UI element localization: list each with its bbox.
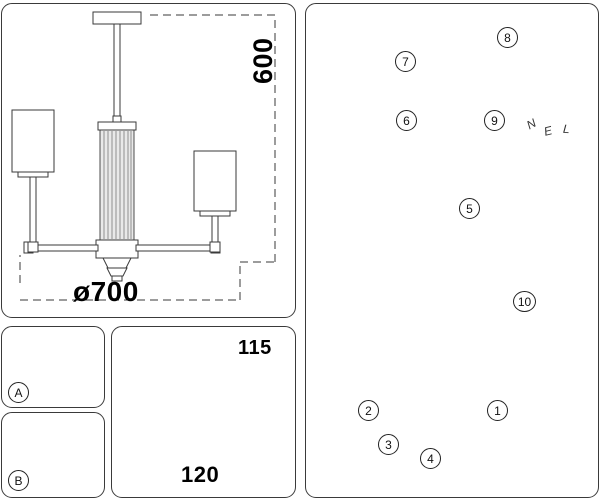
shade-right-stem	[211, 215, 219, 244]
dimension-canopy-outer: 120	[181, 462, 220, 487]
body-fluted	[99, 129, 135, 241]
panel-label-a: A	[8, 382, 29, 403]
callout-2: 2	[358, 400, 379, 421]
body-top-cap	[97, 121, 137, 131]
dimension-height: 600	[248, 37, 278, 84]
body-hub	[95, 239, 139, 259]
shade-right	[193, 150, 237, 212]
finial-upper	[102, 257, 132, 269]
drop-rod	[113, 23, 121, 120]
finial-lower	[106, 267, 128, 277]
callout-4: 4	[420, 448, 441, 469]
dimension-canopy-inner: 115	[238, 337, 272, 359]
callout-10: 10	[513, 291, 536, 312]
callout-3: 3	[378, 434, 399, 455]
shade-right-joint	[209, 241, 221, 253]
body-flutes	[103, 131, 132, 239]
callout-9: 9	[484, 110, 505, 131]
finial-tip	[111, 275, 123, 282]
shade-left-base	[17, 171, 49, 178]
callout-6: 6	[396, 110, 417, 131]
arm-right	[135, 244, 215, 252]
shade-right-base	[199, 210, 231, 217]
dimension-diameter: ø700	[73, 276, 139, 307]
callout-7: 7	[395, 51, 416, 72]
assembly-panel	[305, 3, 599, 498]
shade-left-joint	[27, 241, 39, 253]
ceiling-plate	[92, 11, 142, 25]
shade-left-stem	[29, 176, 37, 244]
callout-8: 8	[497, 27, 518, 48]
callout-1: 1	[487, 400, 508, 421]
panel-label-b: B	[8, 470, 29, 491]
callout-5: 5	[459, 198, 480, 219]
wiring-label-l: L	[562, 121, 571, 137]
shade-left	[11, 109, 55, 173]
canopy-plan-panel	[111, 326, 296, 498]
